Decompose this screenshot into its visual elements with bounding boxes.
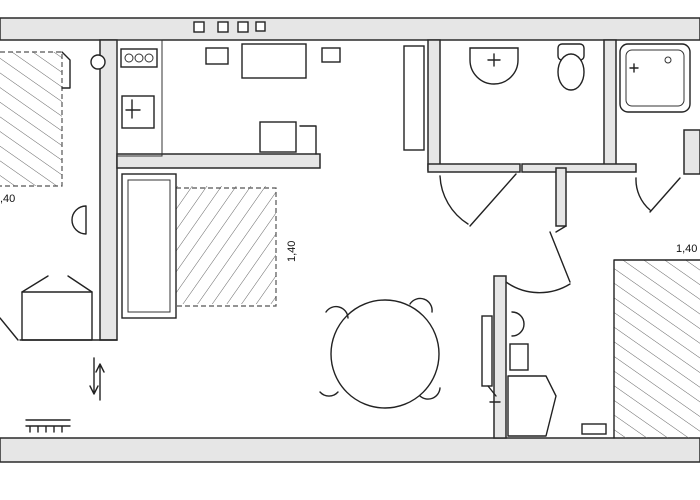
right-bedroom-left-wall: [493, 275, 507, 439]
shower-icon: [619, 43, 691, 113]
bathroom-door-swing: [439, 173, 517, 227]
heater-left: [25, 419, 71, 433]
kitchen-cabinets: [205, 43, 341, 155]
right-bedroom-desk: [481, 311, 557, 437]
kitchen-counter-wall: [116, 153, 321, 169]
sofa-bed: [121, 173, 277, 319]
toilet-icon: [557, 43, 585, 91]
top-outer-wall: [0, 17, 700, 41]
kitchen-sink-icon: [121, 95, 155, 129]
sofa-bed-width-label: 1,40: [286, 241, 298, 262]
left-stair-arrows: [89, 357, 105, 401]
left-partition-wall: [99, 39, 118, 341]
bathroom-left-wall: [427, 39, 441, 171]
left-room-sink: [90, 54, 106, 70]
stove-icon: [120, 48, 158, 68]
right-bathroom-wall: [683, 129, 700, 175]
kitchen-counter: [116, 39, 163, 157]
shower-door-swing: [635, 177, 681, 213]
left-bed-width-label: ,40: [0, 193, 15, 205]
right-bedroom-heater: [581, 423, 607, 435]
corridor-wall: [521, 163, 637, 173]
bathroom-sink-icon: [469, 47, 519, 85]
left-room-door-swing: [71, 205, 87, 235]
bathroom-wardrobe: [403, 45, 425, 151]
right-bed: [613, 259, 700, 439]
top-windows: [193, 21, 266, 33]
corridor-door-swing: [505, 225, 571, 294]
right-bed-width-label: 1,40: [676, 243, 697, 255]
bathroom-bottom-wall: [427, 163, 521, 173]
dining-table: [319, 297, 441, 409]
corridor-partition: [555, 167, 567, 227]
bathroom-mid-wall: [603, 39, 617, 171]
left-bed: [0, 51, 71, 187]
left-room-wardrobe: [0, 275, 93, 341]
bottom-outer-wall: [0, 437, 700, 463]
